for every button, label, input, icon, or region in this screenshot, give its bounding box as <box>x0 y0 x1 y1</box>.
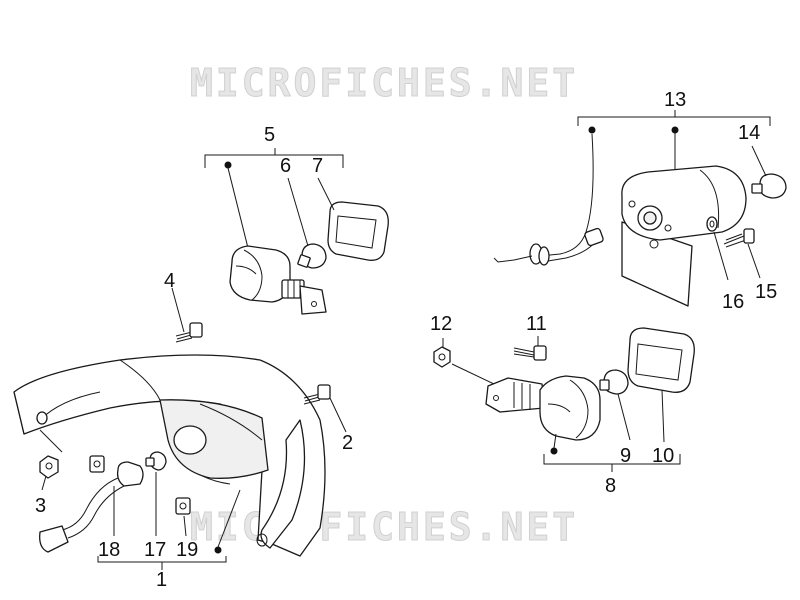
lamp-housing <box>621 165 747 241</box>
leader-10 <box>661 389 665 443</box>
leader-16 <box>713 231 729 281</box>
callout-8: 8 <box>605 475 616 497</box>
callout-4: 4 <box>164 270 175 292</box>
screw-2 <box>303 384 331 405</box>
callout-16: 16 <box>722 291 744 313</box>
leader-12-b <box>451 363 495 385</box>
washer-16 <box>706 216 718 232</box>
callout-6: 6 <box>280 155 291 177</box>
tail-light-assembly <box>13 287 347 570</box>
callout-17: 17 <box>144 539 166 561</box>
callout-10: 10 <box>652 445 674 467</box>
turn-signal-left-assembly <box>204 148 389 315</box>
bulb-socket-18 <box>39 461 144 553</box>
leader-7 <box>317 177 335 211</box>
leader-9 <box>617 393 631 441</box>
nut-12 <box>433 346 451 368</box>
turn-signal-left-body <box>229 245 327 315</box>
bracket-5 <box>204 154 344 168</box>
leader-14 <box>751 145 767 177</box>
leader-2 <box>329 397 347 433</box>
callout-3: 3 <box>35 495 46 517</box>
bulb-6 <box>297 243 327 269</box>
clip-nut-left <box>89 455 105 473</box>
callout-5: 5 <box>264 124 275 146</box>
tail-light-housing <box>13 354 326 557</box>
dot-13b <box>671 126 679 134</box>
bracket-13 <box>577 116 771 126</box>
callout-15: 15 <box>755 281 777 303</box>
turn-signal-right-assembly <box>433 327 695 472</box>
leader-5-body <box>227 167 249 249</box>
nut-3 <box>39 455 59 479</box>
callout-18: 18 <box>98 539 120 561</box>
screw-11 <box>513 345 547 361</box>
dot-8 <box>550 447 558 455</box>
callout-12: 12 <box>430 313 452 335</box>
dot-5 <box>224 161 232 169</box>
leader-6 <box>287 177 309 247</box>
lens-7 <box>327 201 389 261</box>
callout-1: 1 <box>156 569 167 591</box>
leader-3 <box>41 475 47 491</box>
leader-15 <box>747 243 761 279</box>
callout-13: 13 <box>664 89 686 111</box>
leader-4 <box>171 287 185 333</box>
callout-7: 7 <box>312 155 323 177</box>
dot-1 <box>214 546 222 554</box>
leader-19 <box>183 515 187 537</box>
license-plate-light-assembly <box>493 110 787 307</box>
tail-light-lens <box>159 399 269 479</box>
screw-15 <box>723 228 755 248</box>
callout-9: 9 <box>620 445 631 467</box>
bulb-17 <box>145 451 167 471</box>
bulb-14 <box>751 173 787 199</box>
screw-4 <box>175 322 203 343</box>
callout-11: 11 <box>526 313 547 335</box>
bulb-9 <box>599 369 629 395</box>
callout-19: 19 <box>176 539 198 561</box>
callout-2: 2 <box>342 432 353 454</box>
turn-signal-right-body <box>485 375 601 441</box>
lens-10 <box>627 327 695 393</box>
watermark-bottom: MICROFICHES.NET <box>190 505 578 549</box>
dot-13a <box>588 126 596 134</box>
clip-nut-19 <box>175 497 191 515</box>
callout-14: 14 <box>738 122 760 144</box>
watermark-top: MICROFICHES.NET <box>190 61 578 105</box>
